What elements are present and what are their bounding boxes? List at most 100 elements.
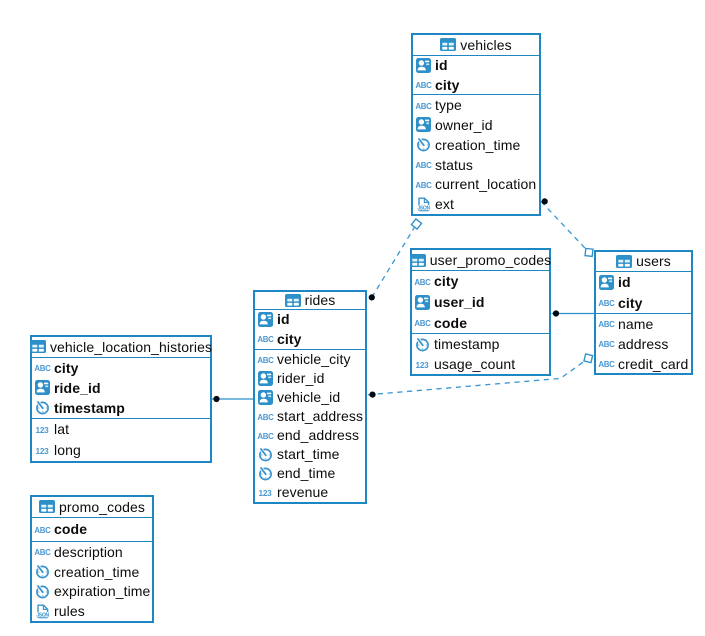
table-header[interactable]: user_promo_codes	[410, 250, 552, 271]
column-row-city[interactable]: city	[255, 329, 365, 349]
table-icon	[410, 253, 426, 268]
column-row-address[interactable]: address	[596, 334, 691, 354]
text-type-icon	[257, 428, 274, 443]
table-vehicle_location_histories[interactable]: vehicle_location_histories city ride_id …	[30, 334, 212, 463]
column-row-city[interactable]: city	[413, 75, 539, 94]
column-name: ext	[435, 196, 454, 213]
table-title: user_promo_codes	[429, 252, 552, 268]
table-icon	[30, 339, 46, 354]
column-row-vehicle_city[interactable]: vehicle_city	[255, 350, 365, 369]
column-name: code	[434, 314, 468, 331]
column-row-expiration_time[interactable]: expiration_time	[32, 581, 152, 601]
column-row-city[interactable]: city	[412, 271, 549, 292]
table-users[interactable]: users id city name address credi	[594, 249, 693, 376]
table-user_promo_codes[interactable]: user_promo_codes city user_id code times…	[410, 248, 552, 377]
relation-rides-vehicles[interactable]	[371, 223, 418, 298]
column-row-revenue[interactable]: revenue	[255, 483, 365, 502]
numeric-type-icon	[414, 357, 431, 372]
column-name: id	[435, 57, 448, 74]
text-type-icon	[598, 316, 615, 331]
text-type-icon	[34, 522, 51, 537]
column-row-ext[interactable]: ext	[413, 194, 539, 214]
relation-rides-users[interactable]	[367, 357, 589, 396]
table-header[interactable]: users	[596, 252, 691, 272]
timestamp-icon	[257, 447, 274, 462]
column-row-current_location[interactable]: current_location	[413, 175, 539, 195]
column-row-city[interactable]: city	[32, 358, 210, 378]
column-row-user_id[interactable]: user_id	[412, 292, 549, 313]
uuid-icon	[415, 117, 432, 132]
column-name: code	[54, 521, 88, 538]
key-columns-section: city ride_id timestamp	[32, 358, 210, 419]
table-rides[interactable]: rides id city vehicle_city rider_id	[253, 289, 367, 504]
key-columns-section: code	[32, 518, 152, 542]
column-row-id[interactable]: id	[413, 56, 539, 75]
column-row-rider_id[interactable]: rider_id	[255, 369, 365, 388]
table-title: users	[636, 253, 671, 270]
column-row-credit_card[interactable]: credit_card	[596, 354, 691, 374]
column-row-timestamp[interactable]: timestamp	[412, 334, 549, 354]
uuid-icon	[415, 58, 432, 73]
json-icon	[34, 604, 51, 619]
uuid-icon	[598, 275, 615, 290]
text-type-icon	[257, 409, 274, 424]
column-name: rules	[54, 603, 85, 620]
column-name: city	[618, 294, 643, 311]
column-row-usage_count[interactable]: usage_count	[412, 354, 549, 374]
table-icon	[440, 37, 456, 52]
column-row-id[interactable]: id	[596, 272, 691, 293]
column-row-timestamp[interactable]: timestamp	[32, 398, 210, 418]
column-row-code[interactable]: code	[32, 518, 152, 541]
column-row-status[interactable]: status	[413, 155, 539, 175]
column-row-name[interactable]: name	[596, 314, 691, 334]
column-name: type	[435, 97, 462, 114]
table-vehicles[interactable]: vehicles id city type owner_id c	[411, 33, 541, 217]
column-row-owner_id[interactable]: owner_id	[413, 115, 539, 135]
column-row-ride_id[interactable]: ride_id	[32, 378, 210, 398]
timestamp-icon	[414, 337, 431, 352]
key-columns-section: id city	[596, 272, 691, 315]
column-name: city	[54, 359, 79, 376]
table-promo_codes[interactable]: promo_codes code description creation_ti…	[30, 495, 154, 623]
column-row-end_time[interactable]: end_time	[255, 464, 365, 483]
table-header[interactable]: promo_codes	[32, 497, 152, 518]
column-row-start_time[interactable]: start_time	[255, 445, 365, 464]
column-name: city	[435, 76, 460, 93]
text-type-icon	[414, 274, 431, 289]
columns-section: vehicle_city rider_id vehicle_id start_a…	[255, 350, 365, 502]
key-columns-section: id city	[413, 56, 539, 96]
table-header[interactable]: rides	[255, 292, 365, 310]
column-row-code[interactable]: code	[412, 313, 549, 334]
column-name: id	[618, 274, 631, 291]
column-row-start_address[interactable]: start_address	[255, 407, 365, 426]
column-row-end_address[interactable]: end_address	[255, 426, 365, 445]
key-columns-section: id city	[255, 310, 365, 350]
columns-section: lat long	[32, 419, 210, 461]
column-row-rules[interactable]: rules	[32, 601, 152, 621]
column-row-type[interactable]: type	[413, 95, 539, 115]
column-row-lat[interactable]: lat	[32, 419, 210, 440]
table-icon	[39, 499, 55, 514]
column-name: end_time	[277, 465, 336, 482]
column-name: start_time	[277, 446, 340, 463]
column-name: user_id	[434, 294, 485, 311]
column-name: id	[277, 311, 290, 328]
column-row-city[interactable]: city	[596, 292, 691, 313]
column-row-long[interactable]: long	[32, 440, 210, 461]
table-header[interactable]: vehicles	[413, 35, 539, 56]
column-row-creation_time[interactable]: creation_time	[413, 135, 539, 155]
column-row-creation_time[interactable]: creation_time	[32, 562, 152, 582]
relation-vehicles-users[interactable]	[540, 200, 590, 253]
table-header[interactable]: vehicle_location_histories	[30, 337, 212, 358]
column-row-description[interactable]: description	[32, 542, 152, 562]
column-row-vehicle_id[interactable]: vehicle_id	[255, 388, 365, 407]
column-name: timestamp	[54, 399, 125, 416]
table-title: vehicles	[460, 36, 512, 53]
text-type-icon	[34, 360, 51, 375]
column-name: lat	[54, 421, 70, 438]
text-type-icon	[598, 336, 615, 351]
column-row-id[interactable]: id	[255, 310, 365, 330]
column-name: credit_card	[618, 355, 689, 372]
text-type-icon	[415, 77, 432, 92]
